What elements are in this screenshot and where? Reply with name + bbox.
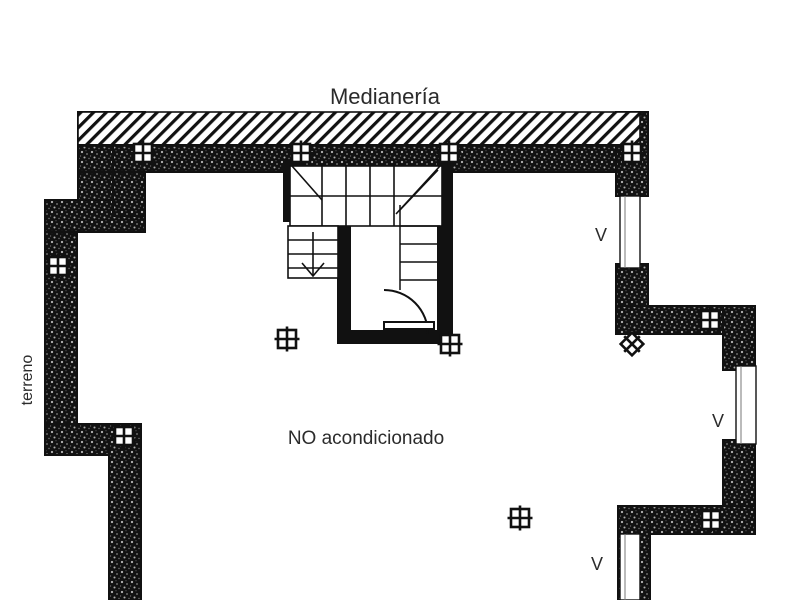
column-symbol	[618, 139, 646, 167]
staircase-group	[287, 165, 443, 335]
stair-center-wall	[337, 208, 351, 340]
terreno-label: terreno	[19, 355, 36, 406]
party-wall-label: Medianería	[330, 84, 441, 109]
column-symbol	[506, 504, 534, 532]
room-status-label: NO acondicionado	[288, 428, 444, 449]
column-symbol	[697, 506, 725, 534]
window-mid-right	[735, 365, 757, 445]
window-label-bottom-right: V	[591, 554, 603, 574]
stair-right-flight-treads	[399, 205, 440, 290]
column-symbol	[436, 330, 464, 358]
right-outer-vertical-wall	[722, 305, 756, 371]
column-symbol	[129, 139, 157, 167]
diamond-column-symbol	[618, 330, 646, 358]
lower-left-vertical-wall	[108, 439, 142, 600]
column-symbol	[44, 252, 72, 280]
party-wall-group	[77, 111, 641, 147]
column-symbol	[273, 325, 301, 353]
right-outer-vertical-wall-lower	[722, 439, 756, 507]
window-top-right	[619, 195, 641, 269]
window-label-mid-right: V	[712, 411, 724, 431]
column-symbol	[435, 139, 463, 167]
stair-winder-diagonals	[291, 165, 441, 215]
column-symbol	[696, 306, 724, 334]
column-symbol	[110, 422, 138, 450]
door-leaf	[383, 321, 435, 330]
stair-bottom-wall	[337, 330, 453, 344]
column-symbols	[44, 139, 725, 534]
column-symbol	[287, 139, 315, 167]
window-label-top-right: V	[595, 225, 607, 245]
stair-down-arrow	[301, 232, 325, 278]
window-bottom-right	[619, 533, 641, 600]
stair-door-swing	[383, 289, 435, 335]
stair-upper-treads	[290, 166, 442, 226]
window-openings	[619, 195, 757, 600]
party-wall-hatch-band	[77, 111, 641, 147]
